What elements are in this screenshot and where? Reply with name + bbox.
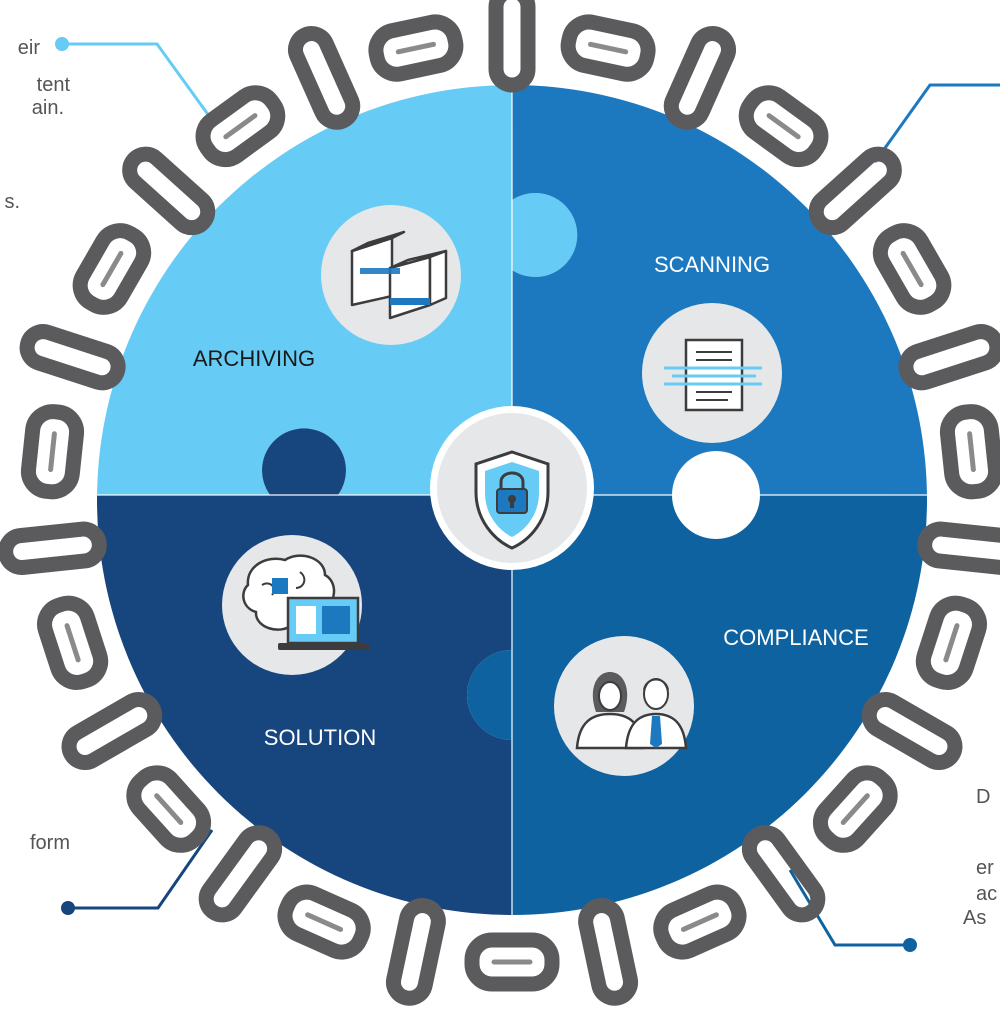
bottom-right-text-line-3: ac <box>976 883 998 905</box>
shield-lock-icon <box>430 406 594 570</box>
callout-dot <box>903 938 917 952</box>
chain-link <box>808 146 902 236</box>
chain-link <box>917 521 1000 576</box>
chain-link <box>653 884 747 960</box>
callout-line <box>873 83 1000 163</box>
bottom-right-text-line-4: As <box>963 907 987 929</box>
callout-line <box>68 829 214 910</box>
bottom-right-text-line-2: er <box>976 857 994 879</box>
top-left-text-line-1: eir <box>17 37 40 59</box>
brain-laptop-icon <box>222 535 370 675</box>
chain-link <box>464 932 560 992</box>
chain-link <box>861 692 963 770</box>
document-scan-icon <box>642 303 782 443</box>
chain-link <box>72 223 152 315</box>
chain-link <box>915 595 987 690</box>
callout-top-right <box>873 83 1000 163</box>
chain-link <box>385 898 446 1006</box>
bottom-left-text-line-1: form <box>30 832 70 854</box>
callout-bottom-left <box>61 829 214 915</box>
label-archiving: ARCHIVING <box>193 346 315 371</box>
label-solution: SOLUTION <box>264 725 376 750</box>
chain-link <box>812 765 898 853</box>
chain-link <box>287 26 361 130</box>
chain-link <box>198 825 283 923</box>
chain-link <box>277 884 371 960</box>
chain-link <box>122 146 216 236</box>
chain-link <box>61 692 163 770</box>
chain-link <box>19 324 126 391</box>
label-compliance: COMPLIANCE <box>723 625 868 650</box>
top-left-text-line-3: ain. <box>31 97 64 119</box>
chain-link <box>560 14 656 82</box>
bottom-right-text-line-1: D <box>976 786 991 808</box>
chain-link <box>939 404 1000 500</box>
chain-link <box>20 404 85 500</box>
chain-link <box>898 324 1000 391</box>
chain-link <box>126 765 212 853</box>
chain-link <box>488 0 536 93</box>
callout-bottom-right <box>788 869 917 952</box>
label-scanning: SCANNING <box>654 252 770 277</box>
top-left-text-line-2: tent <box>36 74 70 96</box>
callout-line <box>788 869 910 947</box>
chain-link <box>663 26 737 130</box>
chain-link <box>741 825 826 923</box>
chain-link <box>872 223 952 315</box>
chain-link <box>578 898 639 1006</box>
callout-line <box>62 42 214 121</box>
chain-link <box>0 521 107 576</box>
chain-link <box>37 595 109 690</box>
chain-link <box>738 85 829 168</box>
top-left-text-line-4: s. <box>4 191 20 213</box>
chain-link <box>195 85 286 168</box>
people-icon <box>554 636 694 776</box>
archive-boxes-icon <box>321 205 461 345</box>
callout-top-left <box>55 37 214 121</box>
chain-link <box>368 14 464 82</box>
